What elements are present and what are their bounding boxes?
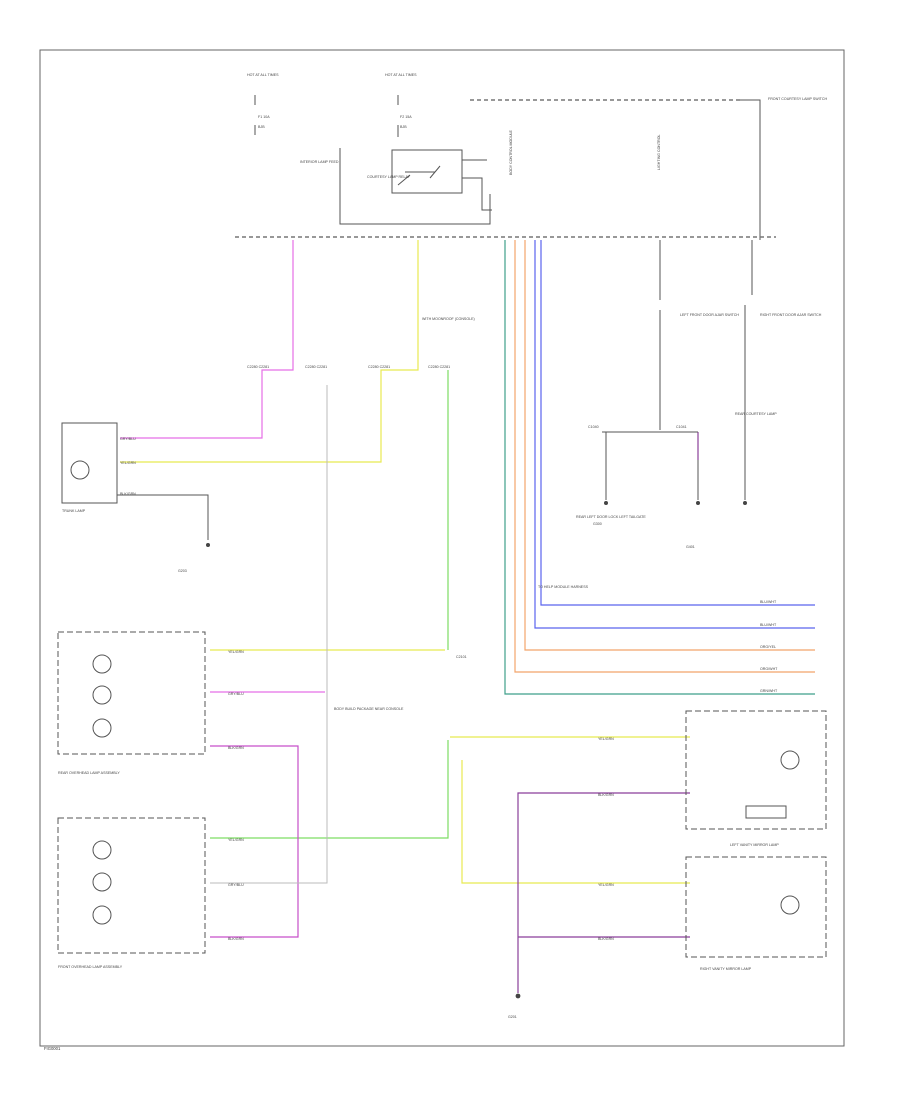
svg-text:BLK/GRN: BLK/GRN (598, 937, 614, 941)
front-courtesy-switch-label: FRONT COURTESY LAMP SWITCH (768, 97, 827, 101)
harness-title: TO HELP MODULE HARNESS (538, 585, 589, 589)
wire-harness-blue-2 (534, 240, 815, 629)
wire-purple-ground-overhead (210, 745, 299, 938)
svg-text:BJB: BJB (258, 125, 265, 129)
left-door-switch-label: LEFT FRONT DOOR AJAR SWITCH (680, 313, 739, 317)
svg-text:BJB: BJB (400, 125, 407, 129)
body-build-note: BODY BUILD PACKAGE NEAR CONSOLE (334, 707, 404, 711)
svg-text:LEFT VANITY MIRROR LAMP: LEFT VANITY MIRROR LAMP (730, 843, 779, 847)
svg-text:F2 15A: F2 15A (400, 115, 412, 119)
ground-bottom (515, 993, 521, 999)
ground-bottom-label: G201 (508, 1015, 517, 1019)
figure-code: FIG0001 (44, 1046, 61, 1051)
wire-harness-orange-2 (514, 240, 815, 673)
wire-harness-blue-1 (540, 240, 815, 606)
svg-text:F1 10A: F1 10A (258, 115, 270, 119)
right-vanity-lamp: YEL/GRN BLK/GRN RIGHT VANITY MIRROR LAMP (598, 856, 827, 971)
rear-courtesy-note: REAR COURTESY LAMP (735, 412, 777, 416)
right-door-switch-label: RIGHT FRONT DOOR AJAR SWITCH (760, 313, 822, 317)
door-switch-right-connector: C1041 (676, 425, 687, 429)
front-overhead-lamp: YEL/GRN GRY/BLU BLK/GRN FRONT OVERHEAD L… (57, 817, 244, 969)
ground-g3-label: G401 (686, 545, 695, 549)
right-door-switch-wire (744, 240, 753, 500)
svg-text:YEL/GRN: YEL/GRN (120, 461, 136, 465)
wire-grey-center (210, 385, 328, 884)
ground-g1-label: G203 (178, 569, 187, 573)
fuse-left: HOT AT ALL TIMES F1 10A BJB (247, 73, 279, 135)
door-switch-left-connector: C1040 (588, 425, 599, 429)
trunk-lamp: GRY/BLU YEL/GRN BLK/GRN TRUNK LAMP (61, 422, 209, 540)
diagram-frame (39, 49, 845, 1047)
ground-g4 (743, 501, 747, 505)
moonroof-note: WITH MOONROOF (CONSOLE) (422, 317, 475, 321)
svg-text:COURTESY LAMP RELAY: COURTESY LAMP RELAY (367, 175, 411, 179)
center-ground-note: REAR LEFT DOOR LOCK LEFT TAILGATE (576, 515, 646, 519)
svg-text:RIGHT VANITY MIRROR LAMP: RIGHT VANITY MIRROR LAMP (700, 967, 752, 971)
svg-text:BLK/GRN: BLK/GRN (120, 492, 136, 496)
wire-yellow-trunk (120, 240, 419, 463)
wire-green-overhead (210, 370, 449, 839)
harness-wire-4: ORG/WHT (760, 667, 778, 671)
harness-wire-1: BLU/WHT (760, 600, 777, 604)
connector-c2101: C2101 (456, 655, 467, 659)
svg-text:HOT AT ALL TIMES: HOT AT ALL TIMES (385, 73, 417, 77)
splice-label-3: C2280 C2281 (368, 365, 390, 369)
module-left-label: BODY CONTROL MODULE (509, 129, 513, 175)
svg-text:YEL/GRN: YEL/GRN (228, 650, 244, 654)
svg-text:GRY/BLU: GRY/BLU (228, 692, 244, 696)
splice-label-1: C2280 C2281 (247, 365, 269, 369)
fuse-mid: HOT AT ALL TIMES F2 15A BJB (385, 73, 417, 137)
svg-text:INTERIOR LAMP FEED: INTERIOR LAMP FEED (300, 160, 339, 164)
ground-g2 (604, 501, 608, 505)
wire-harness-orange-1 (524, 240, 815, 651)
ground-g3 (696, 501, 700, 505)
wire-harness-teal (504, 240, 815, 695)
svg-text:HOT AT ALL TIMES: HOT AT ALL TIMES (247, 73, 279, 77)
svg-text:GRY/BLU: GRY/BLU (120, 437, 136, 441)
ground-g1 (206, 543, 210, 547)
svg-text:FRONT OVERHEAD LAMP ASSEMBLY: FRONT OVERHEAD LAMP ASSEMBLY (58, 965, 123, 969)
svg-text:REAR OVERHEAD LAMP ASSEMBLY: REAR OVERHEAD LAMP ASSEMBLY (58, 771, 120, 775)
wire-yellow-vanity (450, 736, 690, 884)
left-vanity-lamp: YEL/GRN BLK/GRN LEFT VANITY MIRROR LAMP (598, 710, 827, 847)
svg-text:BLK/GRN: BLK/GRN (598, 793, 614, 797)
svg-text:TRUNK LAMP: TRUNK LAMP (62, 509, 86, 513)
wire-purple-vanity (517, 792, 690, 993)
splice-label-2: C2280 C2281 (305, 365, 327, 369)
module-right-label: LIGHTING CONTROL (657, 134, 661, 170)
svg-text:YEL/GRN: YEL/GRN (228, 838, 244, 842)
harness-wire-2: BLU/WHT (760, 623, 777, 627)
svg-text:BLK/GRN: BLK/GRN (228, 937, 244, 941)
svg-text:YEL/GRN: YEL/GRN (598, 737, 614, 741)
svg-text:GRY/BLU: GRY/BLU (228, 883, 244, 887)
courtesy-lamp-relay: INTERIOR LAMP FEED COURTESY LAMP RELAY (300, 148, 492, 225)
svg-text:BLK/GRN: BLK/GRN (228, 746, 244, 750)
harness-wire-5: GRN/WHT (760, 689, 778, 693)
harness-wire-3: ORG/YEL (760, 645, 776, 649)
rear-overhead-lamp: YEL/GRN GRY/BLU BLK/GRN REAR OVERHEAD LA… (57, 631, 244, 775)
svg-text:YEL/GRN: YEL/GRN (598, 883, 614, 887)
splice-label-4: C2280 C2281 (428, 365, 450, 369)
ground-g2-label: G300 (593, 522, 602, 526)
wire-pink-trunk (120, 240, 294, 439)
